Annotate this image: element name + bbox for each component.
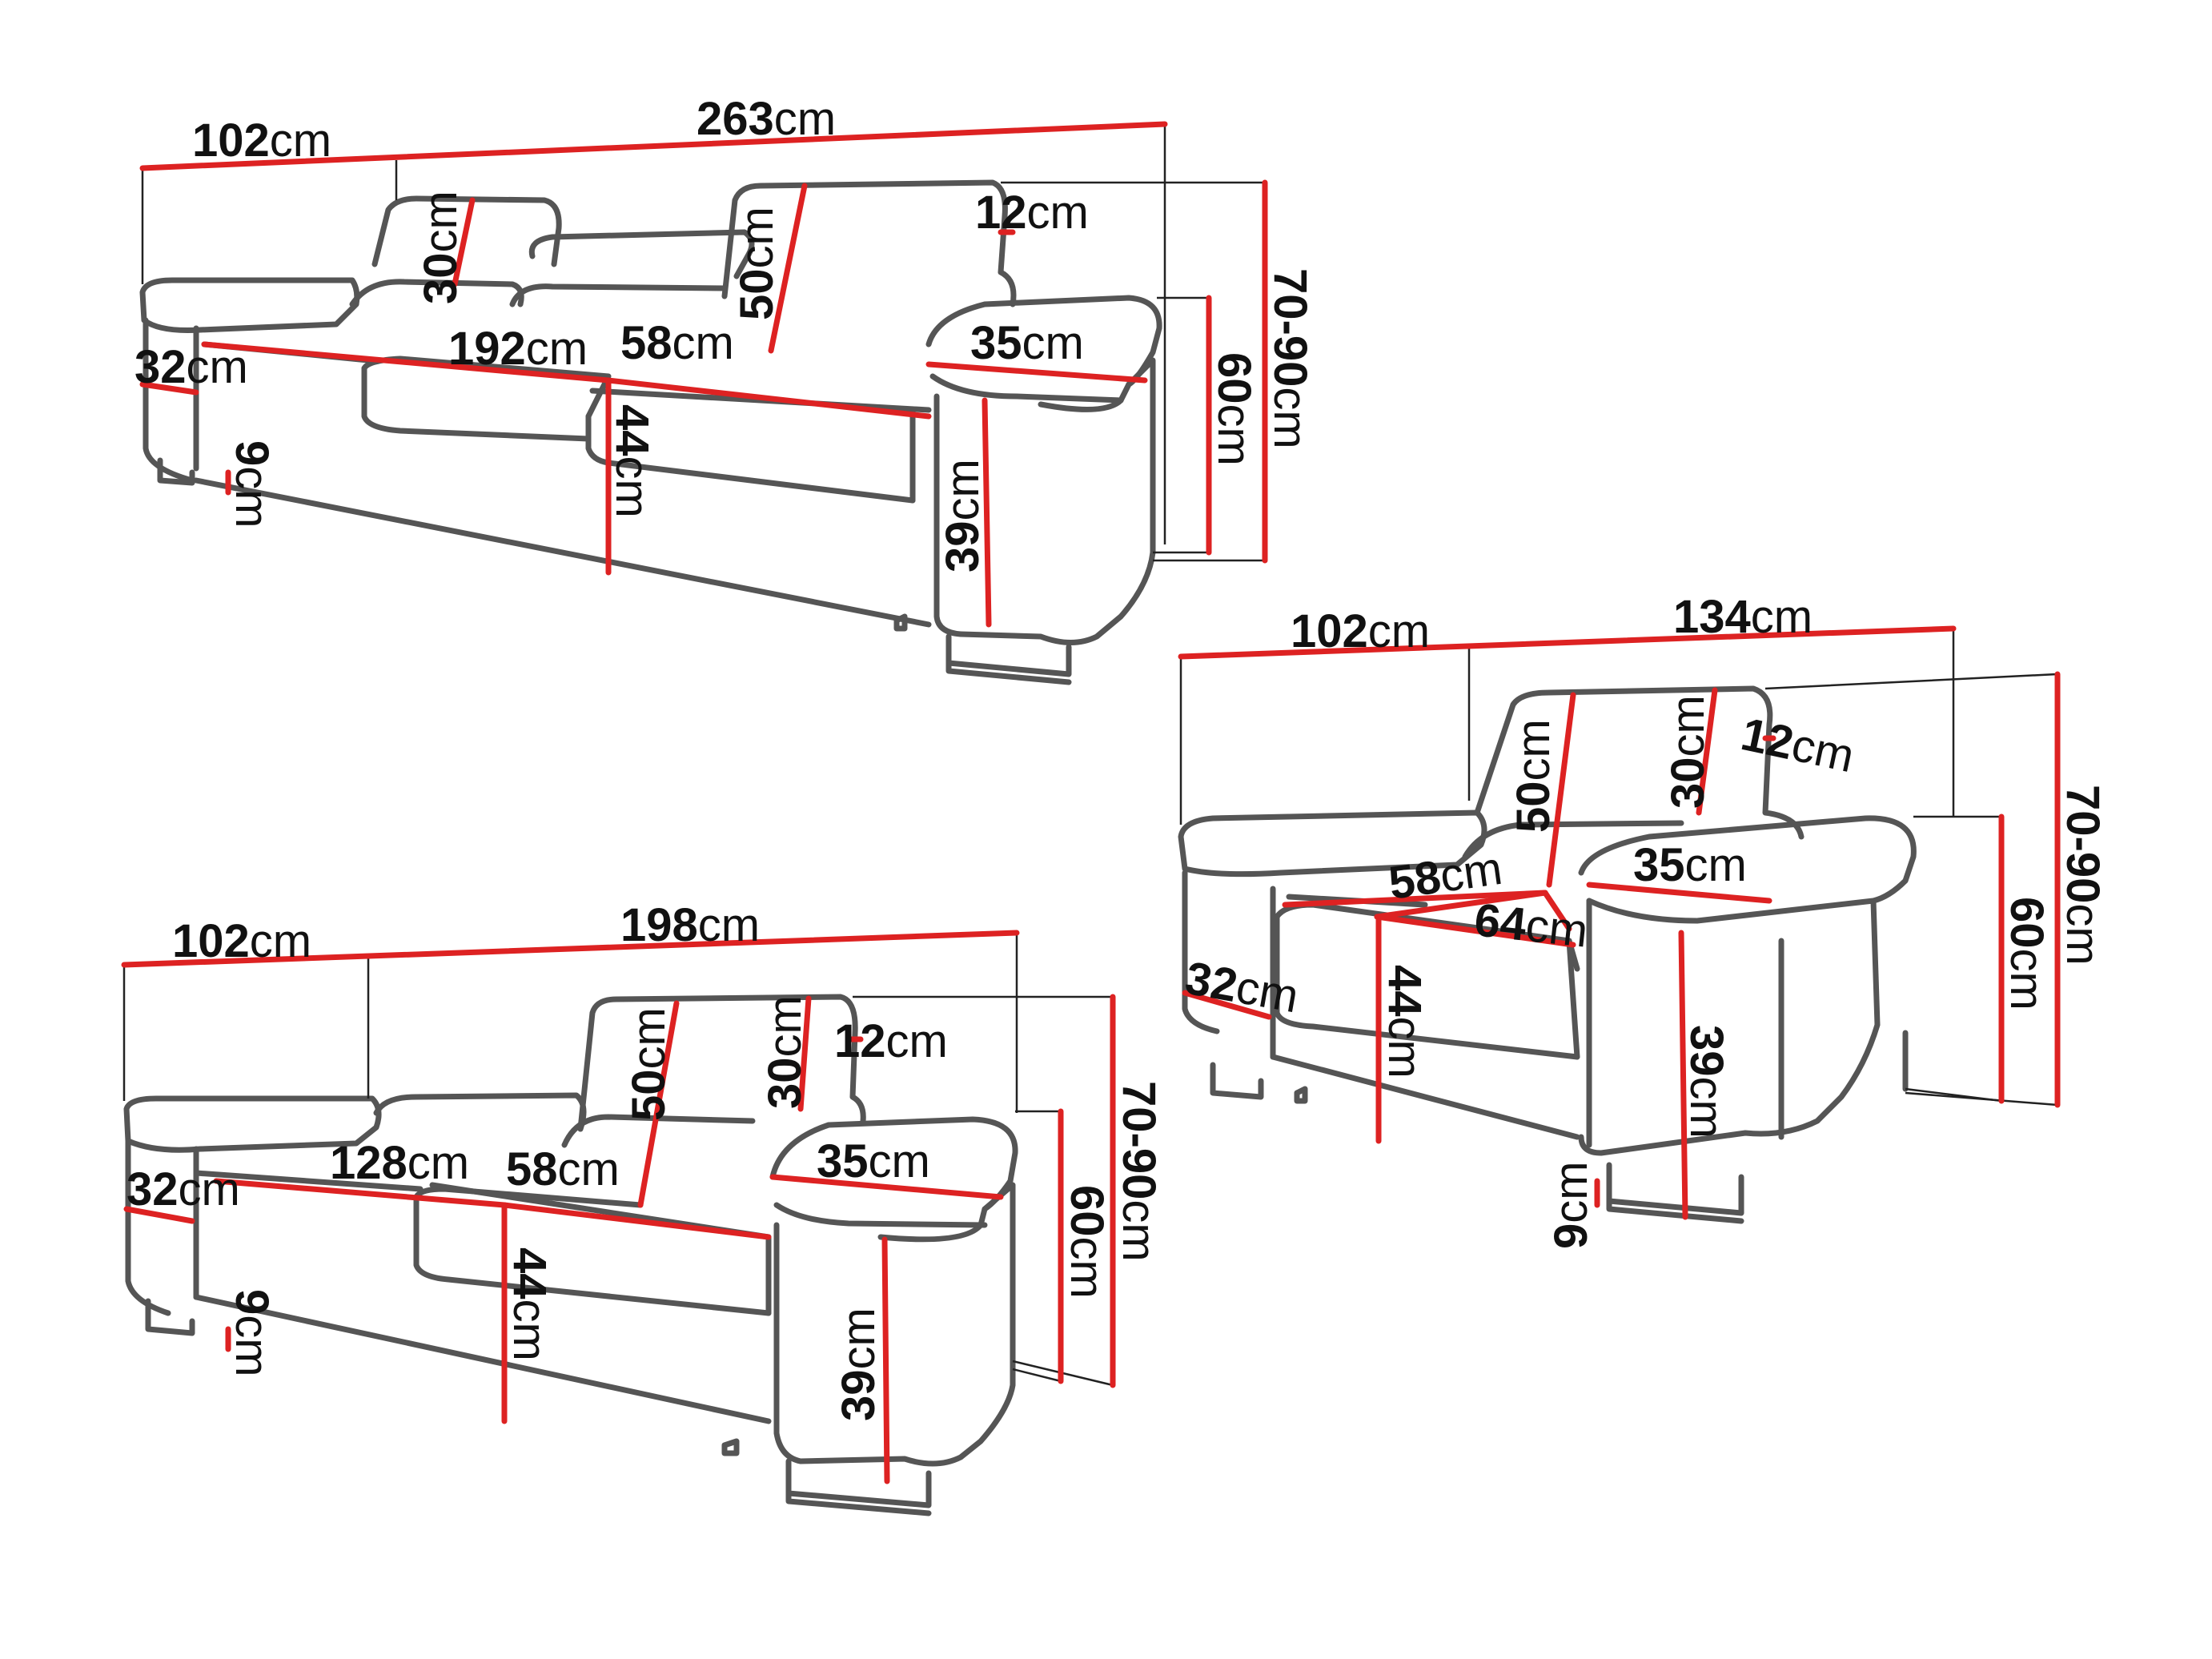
- sofa-3-arm-w-label: 35cm: [970, 317, 1084, 369]
- sofa-3-seater: 102cm 263cm 30cm 50cm 12cm 35cm 32cm 192…: [134, 93, 1316, 685]
- sofa-3-back-total-label: 60cm: [1208, 352, 1260, 466]
- armchair-headrest-d-label: 12cm: [1736, 708, 1858, 782]
- sofa-2-labels: 102cm 198cm 50cm 30cm 12cm 35cm 32cm 128…: [126, 899, 1165, 1421]
- sofa-3-outline: [139, 179, 1162, 685]
- sofa-2-seat-w-label: 128cm: [330, 1137, 469, 1189]
- sofa-3-width-label: 263cm: [697, 93, 836, 145]
- sofa-2-total-h-label: 70-90cm: [1113, 1081, 1165, 1262]
- sofa-3-headrest-h-label: 30cm: [415, 191, 467, 304]
- sofa-2-leg-h-label: 9cm: [226, 1289, 278, 1377]
- armchair-depth-label: 102cm: [1291, 605, 1430, 657]
- sofa-2-seater: 102cm 198cm 50cm 30cm 12cm 35cm 32cm 128…: [121, 899, 1165, 1516]
- armchair-labels: 102cm 134cm 50cm 30cm 12cm 35cm 58cm 64c…: [1182, 591, 2109, 1249]
- armchair-base-h-label: 39cm: [1680, 1025, 1732, 1139]
- armchair-headrest-h-label: 30cm: [1662, 695, 1714, 809]
- sofa-2-back-total-label: 60cm: [1061, 1185, 1113, 1299]
- sofa-3-dimension-lines: [139, 121, 1268, 628]
- sofa-3-leg-h-label: 9cm: [226, 440, 278, 528]
- sofa-2-depth-label: 102cm: [172, 915, 311, 967]
- sofa-2-seat-d-label: 58cm: [506, 1143, 620, 1195]
- armchair-seat-d-label: 58cm: [1386, 842, 1506, 910]
- armchair-seat-h-label: 44cm: [1379, 965, 1431, 1079]
- sofa-3-total-h-label: 70-90cm: [1264, 268, 1316, 449]
- armchair-arm-h-label: 32cm: [1182, 952, 1303, 1023]
- armchair-total-h-label: 70-90cm: [2057, 785, 2109, 966]
- armchair-arm-w-label: 35cm: [1633, 839, 1747, 891]
- sofa-2-arm-h-label: 32cm: [126, 1163, 240, 1215]
- sofa-2-dimension-lines: [121, 930, 1116, 1484]
- sofa-3-headrest-d-label: 12cm: [975, 187, 1089, 239]
- sofa-2-headrest-h-label: 30cm: [759, 995, 811, 1109]
- armchair-width-label: 134cm: [1673, 591, 1813, 643]
- armchair: 102cm 134cm 50cm 30cm 12cm 35cm 58cm 64c…: [1178, 591, 2109, 1249]
- armchair-extension-lines: [1179, 629, 2059, 1107]
- sofa-3-seat-h-label: 44cm: [606, 404, 658, 518]
- armchair-back-total-label: 60cm: [2001, 897, 2053, 1010]
- armchair-dimension-lines: [1178, 625, 2061, 1220]
- sofa-2-width-label: 198cm: [620, 899, 760, 951]
- sofa-2-outline: [123, 994, 1018, 1516]
- sofa-3-seat-d-label: 58cm: [620, 317, 734, 369]
- sofa-3-depth-label: 102cm: [192, 114, 331, 167]
- armchair-outline: [1178, 685, 1917, 1224]
- sofa-3-seat-w-label: 192cm: [448, 323, 588, 375]
- sofa-2-base-h-label: 39cm: [833, 1308, 885, 1421]
- sofa-2-headrest-d-label: 12cm: [834, 1015, 948, 1067]
- armchair-leg-h-label: 9cm: [1545, 1161, 1597, 1249]
- sofa-3-labels: 102cm 263cm 30cm 50cm 12cm 35cm 32cm 192…: [134, 93, 1316, 572]
- sofa-2-back-h-label: 50cm: [623, 1007, 675, 1121]
- sofa-2-seat-h-label: 44cm: [504, 1247, 556, 1361]
- armchair-seat-w-label: 64cm: [1472, 894, 1591, 957]
- sofa-3-arm-h-label: 32cm: [134, 341, 248, 393]
- sofa-3-base-h-label: 39cm: [937, 459, 989, 572]
- sofa-2-arm-w-label: 35cm: [817, 1135, 930, 1187]
- armchair-back-h-label: 50cm: [1507, 719, 1560, 833]
- sofa-3-back-h-label: 50cm: [731, 207, 783, 320]
